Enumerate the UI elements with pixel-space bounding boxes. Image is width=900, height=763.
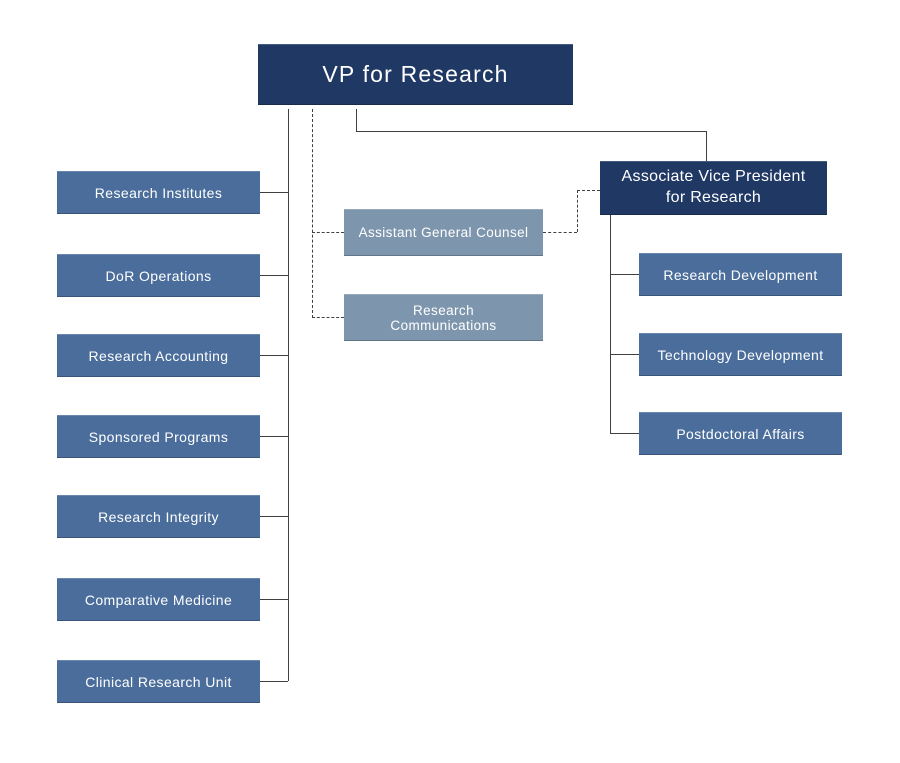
connector-avp-trunk	[610, 215, 611, 434]
node-label: Research Development	[663, 266, 818, 283]
node-assistant-general-counsel: Assistant General Counsel	[344, 209, 543, 256]
node-vp-for-research: VP for Research	[258, 44, 573, 105]
node-technology-development: Technology Development	[639, 333, 842, 376]
node-postdoctoral-affairs: Postdoctoral Affairs	[639, 412, 842, 455]
connector-dashed-agc-to-avp	[577, 190, 600, 191]
connector-vp-avp-run	[356, 131, 706, 132]
connector-vp-avp-drop	[356, 109, 357, 131]
node-label: Comparative Medicine	[84, 591, 233, 608]
node-label: DoR Operations	[105, 267, 212, 284]
connector-research-integrity	[260, 516, 288, 517]
connector-research-accounting	[260, 355, 288, 356]
node-label: Assistant General Counsel	[358, 225, 529, 240]
connector-technology-development	[610, 354, 639, 355]
node-research-accounting: Research Accounting	[57, 334, 260, 377]
connector-dashed-assistant-general-counsel	[312, 232, 344, 233]
node-label: Research Integrity	[98, 508, 219, 525]
node-sponsored-programs: Sponsored Programs	[57, 415, 260, 458]
connector-dashed-trunk	[312, 109, 313, 318]
connector-dor-operations	[260, 275, 288, 276]
node-comparative-medicine: Comparative Medicine	[57, 578, 260, 621]
connector-dashed-agc-out	[543, 232, 577, 233]
node-label: Clinical Research Unit	[85, 673, 232, 690]
connector-dashed-research-communications	[312, 317, 344, 318]
connector-sponsored-programs	[260, 436, 288, 437]
node-label: VP for Research	[322, 61, 509, 87]
node-label: Research Accounting	[88, 347, 229, 364]
connector-research-institutes	[260, 192, 288, 193]
connector-research-development	[610, 274, 639, 275]
connector-comparative-medicine	[260, 599, 288, 600]
node-research-institutes: Research Institutes	[57, 171, 260, 214]
node-label: Research Communications	[390, 302, 497, 333]
connector-postdoctoral-affairs	[610, 433, 639, 434]
connector-dashed-agc-riser	[577, 190, 578, 232]
node-label: Associate Vice President for Research	[621, 168, 806, 206]
node-label: Research Institutes	[94, 184, 223, 201]
node-label: Postdoctoral Affairs	[676, 425, 805, 442]
node-clinical-research-unit: Clinical Research Unit	[57, 660, 260, 703]
node-label: Sponsored Programs	[88, 428, 229, 445]
connector-vp-avp-rise	[706, 131, 707, 161]
connector-left-trunk	[288, 109, 289, 681]
node-associate-vice-president-for-research: Associate Vice President for Research	[600, 161, 827, 215]
node-research-integrity: Research Integrity	[57, 495, 260, 538]
node-label: Technology Development	[657, 346, 824, 363]
node-research-communications: Research Communications	[344, 294, 543, 341]
connector-clinical-research-unit	[260, 681, 288, 682]
node-dor-operations: DoR Operations	[57, 254, 260, 297]
node-research-development: Research Development	[639, 253, 842, 296]
